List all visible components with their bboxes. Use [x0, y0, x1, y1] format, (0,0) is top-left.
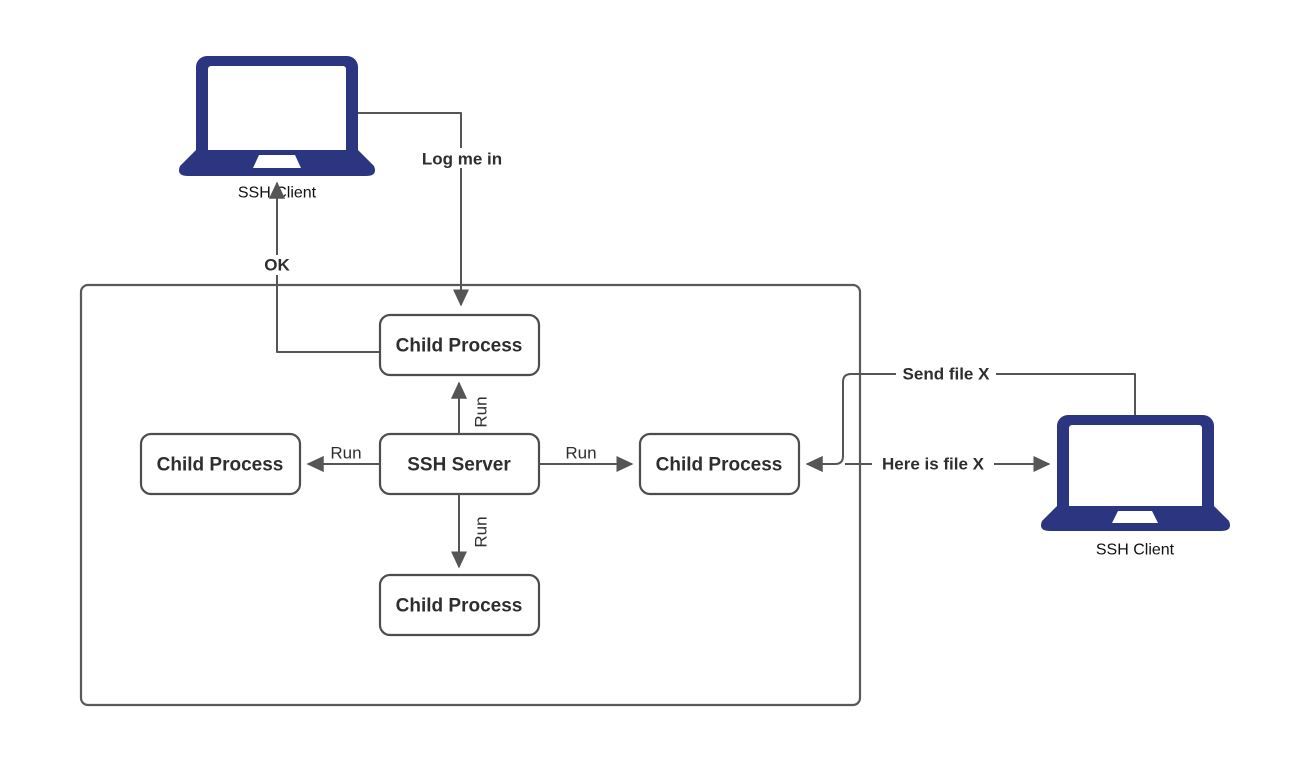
edge-ok-label-bg — [259, 255, 293, 275]
node-child-process-right: Child Process — [638, 432, 801, 496]
edge-run-left-label: Run — [330, 444, 361, 463]
edge-run-left-label-bg — [325, 443, 367, 463]
laptop-screen — [208, 66, 346, 155]
edge-here-is-file-x-label: Here is file X — [882, 455, 985, 474]
edge-run-up-label: Run — [472, 396, 491, 427]
node-child-process-left: Child Process — [139, 432, 302, 496]
edge-here-is-file-x-label-bg — [872, 454, 994, 474]
laptop-trackpad — [253, 155, 301, 168]
node-child-process-bottom: Child Process — [378, 573, 541, 637]
node-child-process-top: Child Process — [378, 313, 541, 377]
node-child-process-right-label: Child Process — [656, 455, 783, 476]
edge-run-right-label: Run — [565, 444, 596, 463]
laptop-trackpad — [1112, 511, 1158, 523]
laptop-screen — [1069, 425, 1202, 511]
edge-send-file-x-label-bg — [896, 364, 996, 384]
node-box — [378, 313, 541, 377]
node-box — [378, 573, 541, 637]
edge-log-me-in-label-bg — [412, 148, 508, 168]
node-box — [139, 432, 302, 496]
node-child-process-bottom-label: Child Process — [396, 596, 523, 617]
node-ssh-server: SSH Server — [378, 432, 541, 496]
ssh-client-right-laptop: SSH Client — [1041, 415, 1230, 559]
ssh-client-right-label: SSH Client — [1096, 542, 1175, 559]
edge-run-down-label: Run — [472, 516, 491, 547]
edge-run-right-label-bg — [560, 443, 602, 463]
edge-send-file-x-label: Send file X — [903, 365, 991, 384]
ssh-client-top-laptop: SSH Client — [179, 56, 375, 202]
node-ssh-server-label: SSH Server — [407, 455, 511, 476]
edge-send-file-x — [805, 373, 1136, 473]
server-host-container — [79, 283, 862, 707]
edge-log-me-in-label: Log me in — [422, 150, 502, 169]
node-box — [638, 432, 801, 496]
edge-ok-label: OK — [264, 256, 290, 275]
edge-log-me-in — [358, 112, 470, 307]
node-child-process-left-label: Child Process — [157, 455, 284, 476]
node-child-process-top-label: Child Process — [396, 336, 523, 357]
